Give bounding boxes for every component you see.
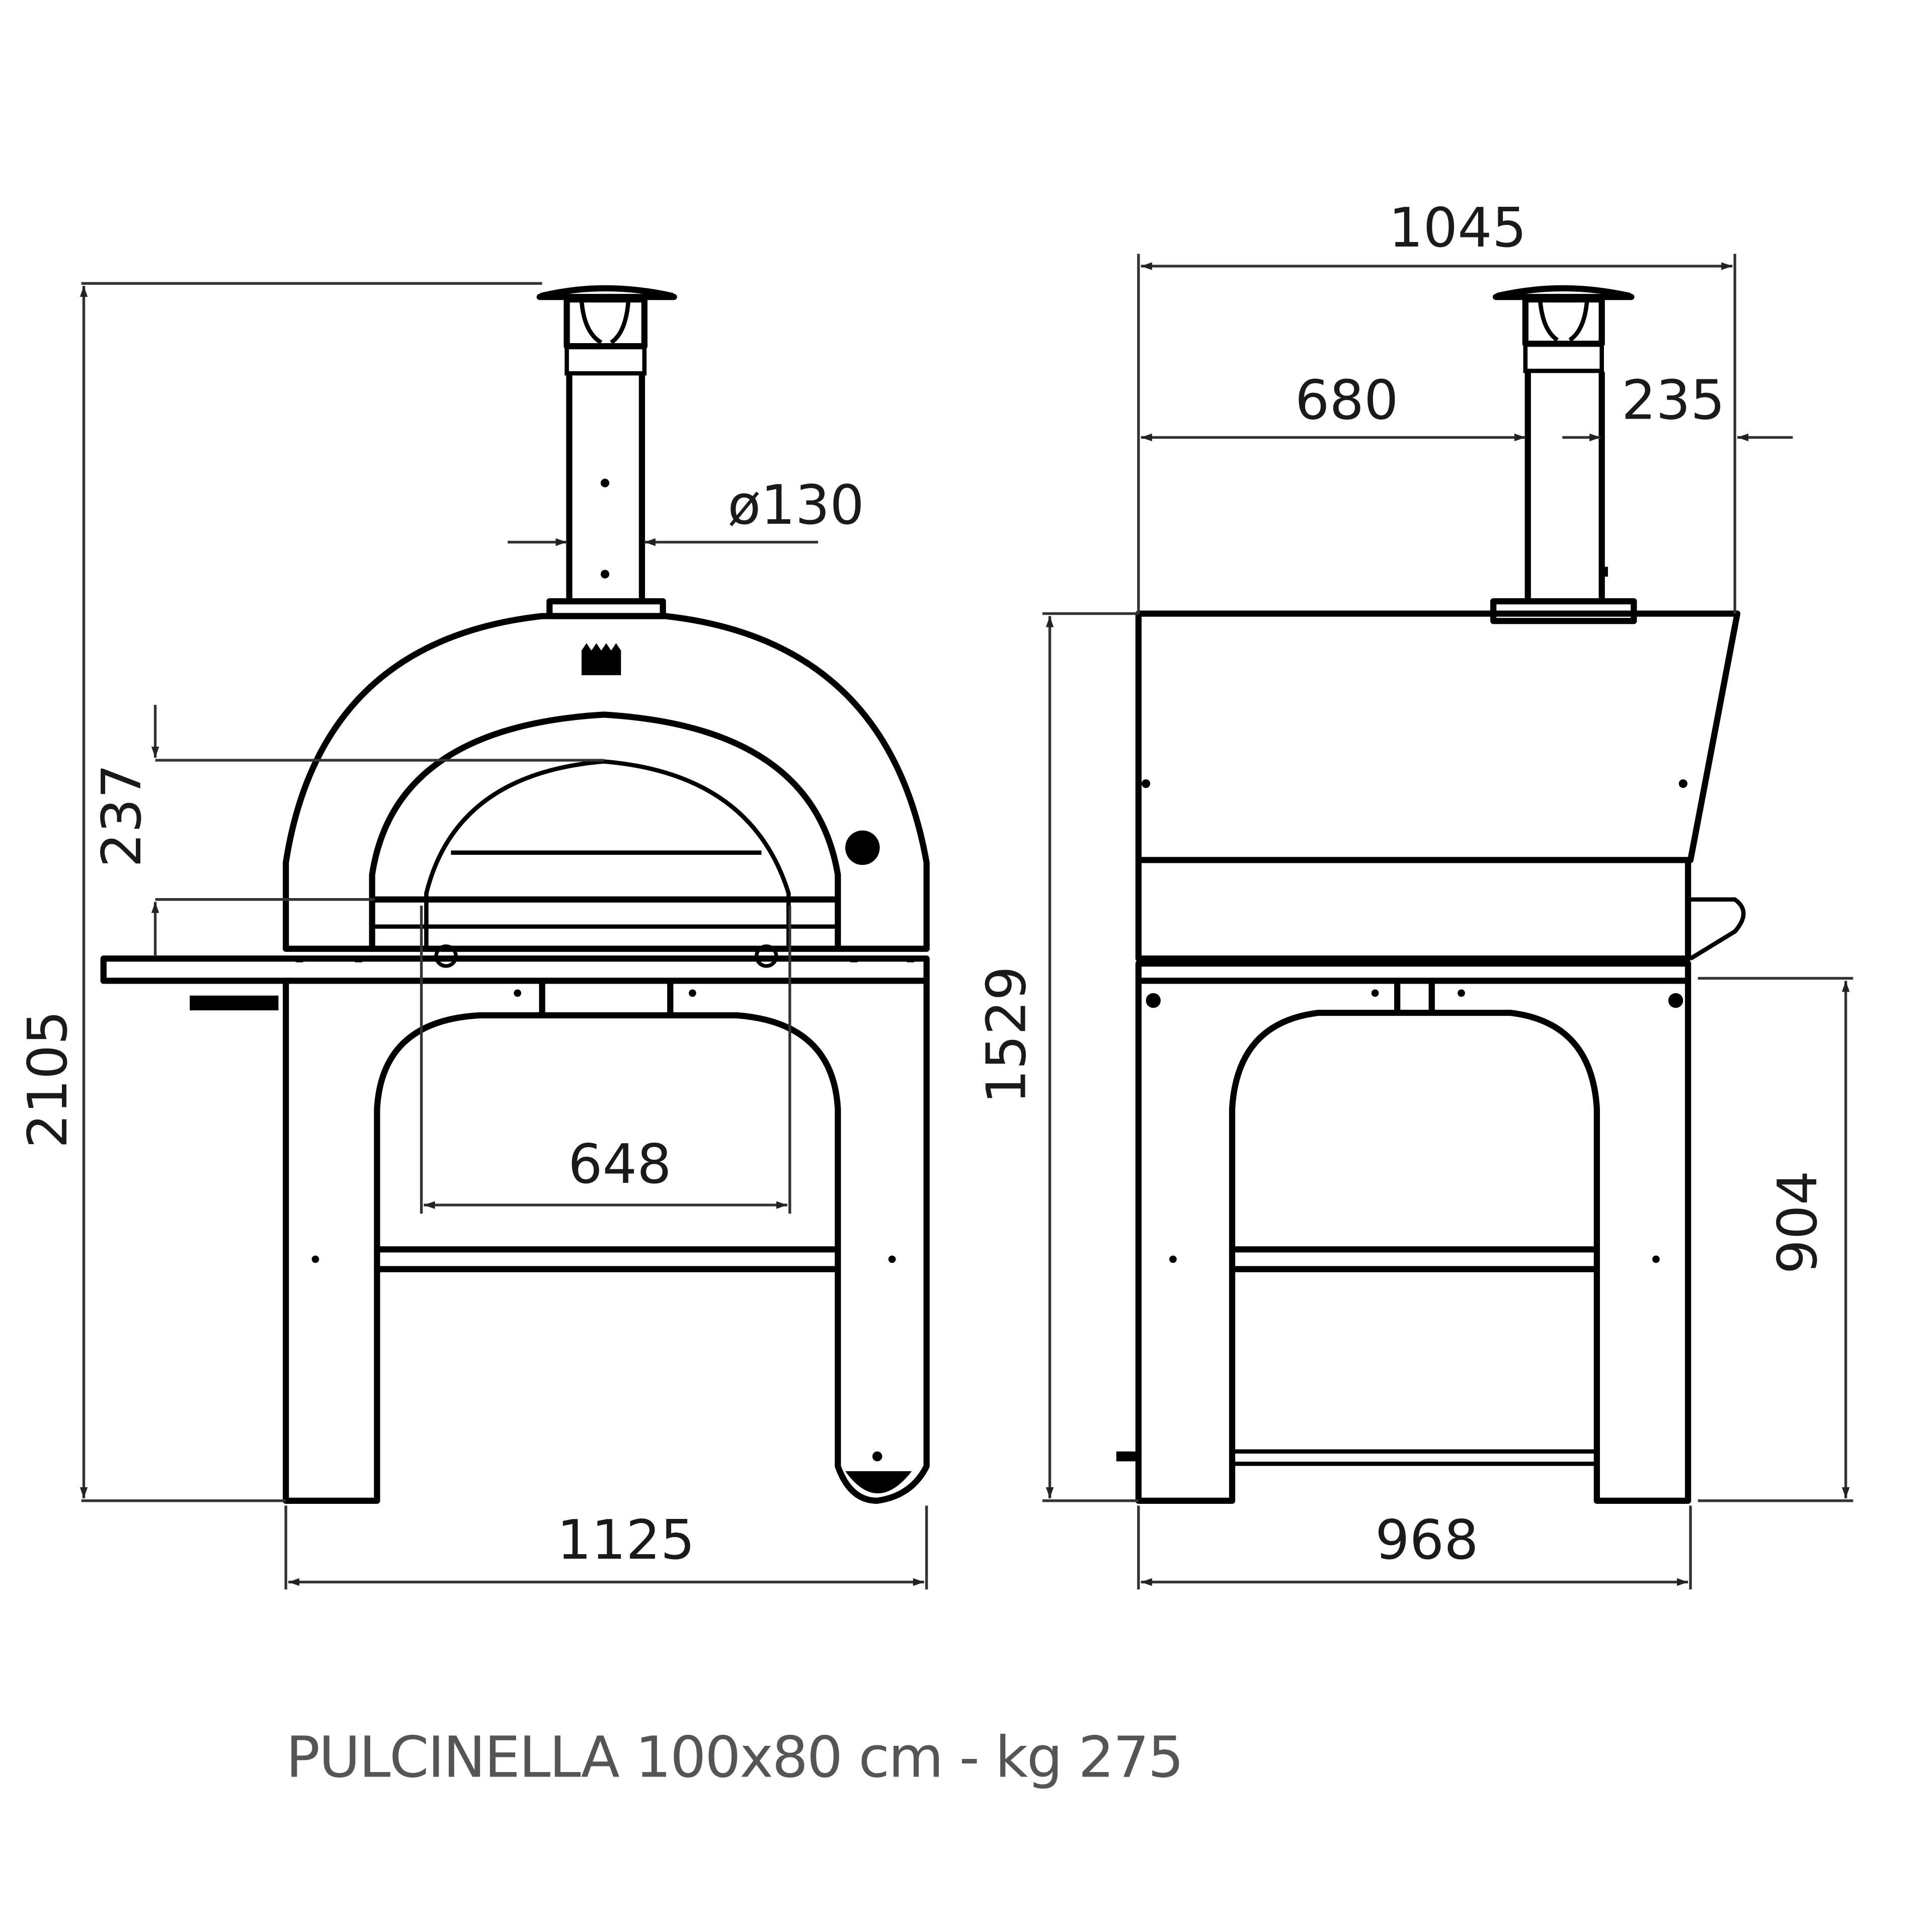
front-worktop — [100, 955, 930, 1011]
side-view: 1045 680 235 1529 904 — [976, 197, 1854, 1590]
side-base-depth-label: 968 — [1375, 1509, 1479, 1572]
side-chimney — [1490, 285, 1637, 624]
worktop-height-label: 904 — [1766, 1171, 1829, 1274]
dim-worktop-height: 904 — [1698, 977, 1854, 1502]
dim-flue-offsets: 680 235 — [1141, 369, 1793, 442]
side-base — [1116, 978, 1692, 1504]
side-body — [1135, 610, 1746, 984]
handle-icon — [190, 995, 279, 1011]
brand-logo-icon — [581, 643, 621, 676]
model-caption: PULCINELLA 100x80 cm - kg 275 — [286, 1724, 1183, 1790]
dim-mouth-width: 648 — [420, 906, 791, 1214]
front-view: 2105 ø130 237 648 1125 — [17, 282, 930, 1590]
side-total-depth-label: 1045 — [1389, 197, 1526, 260]
front-dome — [283, 613, 930, 968]
front-base — [283, 978, 930, 1504]
front-total-width-label: 1125 — [557, 1509, 695, 1572]
wheel-icon — [845, 1471, 912, 1494]
mouth-width-label: 648 — [568, 1133, 672, 1196]
flue-diameter-label: ø130 — [728, 474, 864, 537]
front-chimney — [536, 285, 677, 619]
dim-side-total-depth: 1045 — [1137, 197, 1736, 614]
dim-flue-diameter: ø130 — [507, 474, 864, 546]
dim-side-base-depth: 968 — [1137, 1505, 1692, 1590]
front-total-height-label: 2105 — [17, 1010, 79, 1148]
mouth-height-label: 237 — [91, 764, 153, 867]
side-body-height-label: 1529 — [976, 966, 1038, 1104]
dim-mouth-height: 237 — [91, 704, 604, 956]
dim-front-total-width: 1125 — [284, 1505, 928, 1590]
dim-front-total-height: 2105 — [17, 282, 542, 1502]
flue-offset-front-label: 680 — [1295, 369, 1399, 432]
flue-offset-back-label: 235 — [1622, 369, 1725, 432]
door-handle-icon — [1689, 897, 1746, 960]
dim-side-body-height: 1529 — [976, 612, 1139, 1502]
thermometer-icon — [845, 830, 880, 865]
